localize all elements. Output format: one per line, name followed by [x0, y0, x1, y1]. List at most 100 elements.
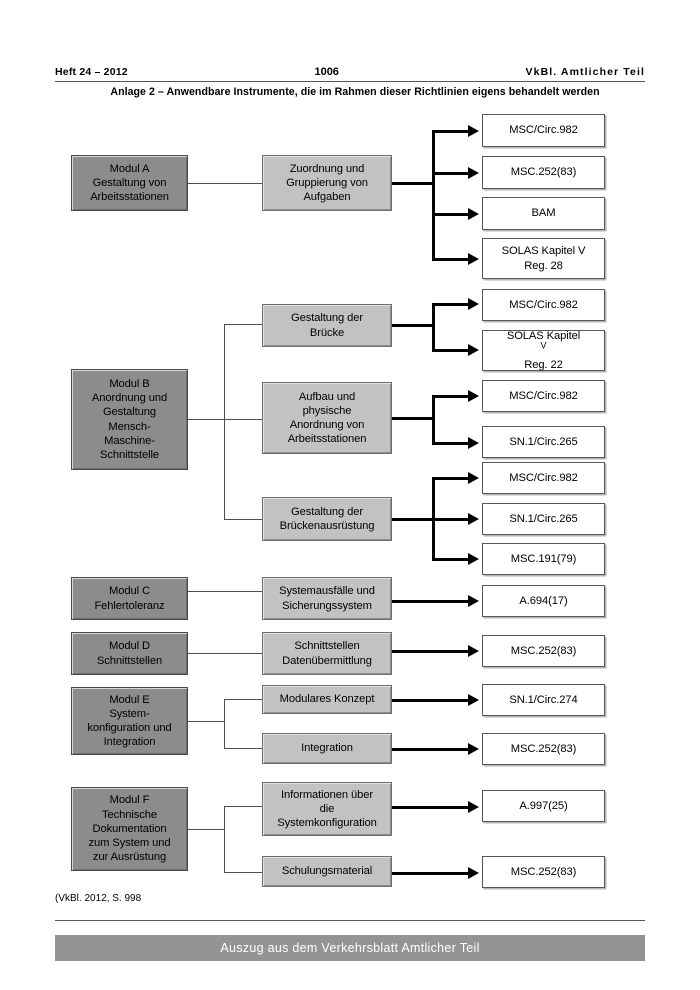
branch-i10: [432, 518, 472, 521]
instrument-label-i7: MSC/Circ.982: [509, 389, 578, 402]
bus-spine-t3: [432, 395, 435, 445]
instrument-box-i8: SN.1/Circ.265: [482, 426, 605, 458]
instrument-label-i12: A.694(17): [519, 594, 568, 607]
arrowhead-i3: [468, 208, 479, 220]
connector-e-spine: [224, 699, 226, 749]
branch-i12: [392, 600, 472, 603]
bus-spine-t1: [432, 130, 435, 260]
page-title: Anlage 2 – Anwendbare Instrumente, die i…: [110, 86, 600, 98]
arrowhead-i7: [468, 390, 479, 402]
bus-stem-t4: [392, 518, 435, 521]
arrowhead-i10: [468, 513, 479, 525]
arrowhead-i5: [468, 298, 479, 310]
branch-i9: [432, 477, 472, 480]
arrowhead-i12: [468, 595, 479, 607]
instrument-box-i1: MSC/Circ.982: [482, 114, 605, 147]
branch-i2: [432, 172, 472, 175]
instrument-box-i12: A.694(17): [482, 585, 605, 617]
connector-b-spine: [224, 324, 226, 520]
arrowhead-i17: [468, 867, 479, 879]
arrowhead-i6: [468, 344, 479, 356]
branch-i16: [392, 806, 472, 809]
instrument-i6-superscript: V: [540, 340, 547, 351]
instrument-box-i5: MSC/Circ.982: [482, 289, 605, 321]
arrowhead-i8: [468, 437, 479, 449]
arrowhead-i15: [468, 743, 479, 755]
instrument-label-i2: MSC.252(83): [510, 166, 577, 179]
task-box-t7: Modulares Konzept: [262, 685, 392, 714]
connector-e-t8: [224, 748, 262, 750]
task-label-t7: Modulares Konzept: [279, 693, 375, 706]
instrument-label-i11: MSC.191(79): [510, 552, 577, 565]
instrument-label-i8: SN.1/Circ.265: [509, 435, 578, 448]
instrument-label-i15: MSC.252(83): [510, 742, 577, 755]
header-publication: VkBl. Amtlicher Teil: [525, 66, 645, 78]
branch-i11: [432, 558, 472, 561]
connector-e-stem: [188, 721, 225, 723]
instrument-box-i15: MSC.252(83): [482, 733, 605, 765]
arrowhead-i2: [468, 167, 479, 179]
instrument-label-i10: SN.1/Circ.265: [509, 512, 578, 525]
instrument-label-i5: MSC/Circ.982: [509, 298, 578, 311]
arrowhead-i11: [468, 553, 479, 565]
connector-b-t4: [224, 519, 262, 521]
instrument-label-i13: MSC.252(83): [510, 644, 577, 657]
connector-c-t5: [188, 591, 262, 593]
bus-spine-t2: [432, 303, 435, 352]
arrowhead-i9: [468, 472, 479, 484]
source-note: (VkBl. 2012, S. 998: [55, 893, 142, 904]
task-label-t10: Schulungsmaterial: [281, 865, 373, 878]
instrument-box-i17: MSC.252(83): [482, 856, 605, 888]
instrument-box-i11: MSC.191(79): [482, 543, 605, 575]
connector-f-t10: [224, 872, 262, 874]
instrument-i6-line2: Reg. 22: [524, 358, 563, 371]
branch-i14: [392, 699, 472, 702]
connector-f-spine: [224, 806, 226, 873]
instrument-i6-line1: SOLAS Kapitel: [506, 330, 581, 343]
instrument-label-i16: A.997(25): [519, 799, 568, 812]
bus-stem-t2: [392, 324, 435, 327]
instrument-label-i9: MSC/Circ.982: [509, 471, 578, 484]
branch-i6: [432, 349, 472, 352]
footer-divider: [55, 920, 645, 922]
arrowhead-i16: [468, 801, 479, 813]
branch-i1: [432, 130, 472, 133]
bus-stem-t3: [392, 417, 435, 420]
instrument-box-i3: BAM: [482, 197, 605, 230]
instrument-box-i13: MSC.252(83): [482, 635, 605, 667]
instrument-label-i3: BAM: [531, 207, 556, 220]
instrument-box-i14: SN.1/Circ.274: [482, 684, 605, 716]
branch-i7: [432, 395, 472, 398]
arrowhead-i1: [468, 125, 479, 137]
connector-f-stem: [188, 829, 225, 831]
branch-i13: [392, 650, 472, 653]
instrument-label-i6: SOLAS Kapitel V Reg. 22: [501, 329, 586, 372]
task-label-t8: Integration: [301, 742, 353, 755]
branch-i5: [432, 303, 472, 306]
branch-i8: [432, 442, 472, 445]
arrowhead-i13: [468, 645, 479, 657]
task-box-t10: Schulungsmaterial: [262, 856, 392, 887]
arrowhead-i4: [468, 253, 479, 265]
